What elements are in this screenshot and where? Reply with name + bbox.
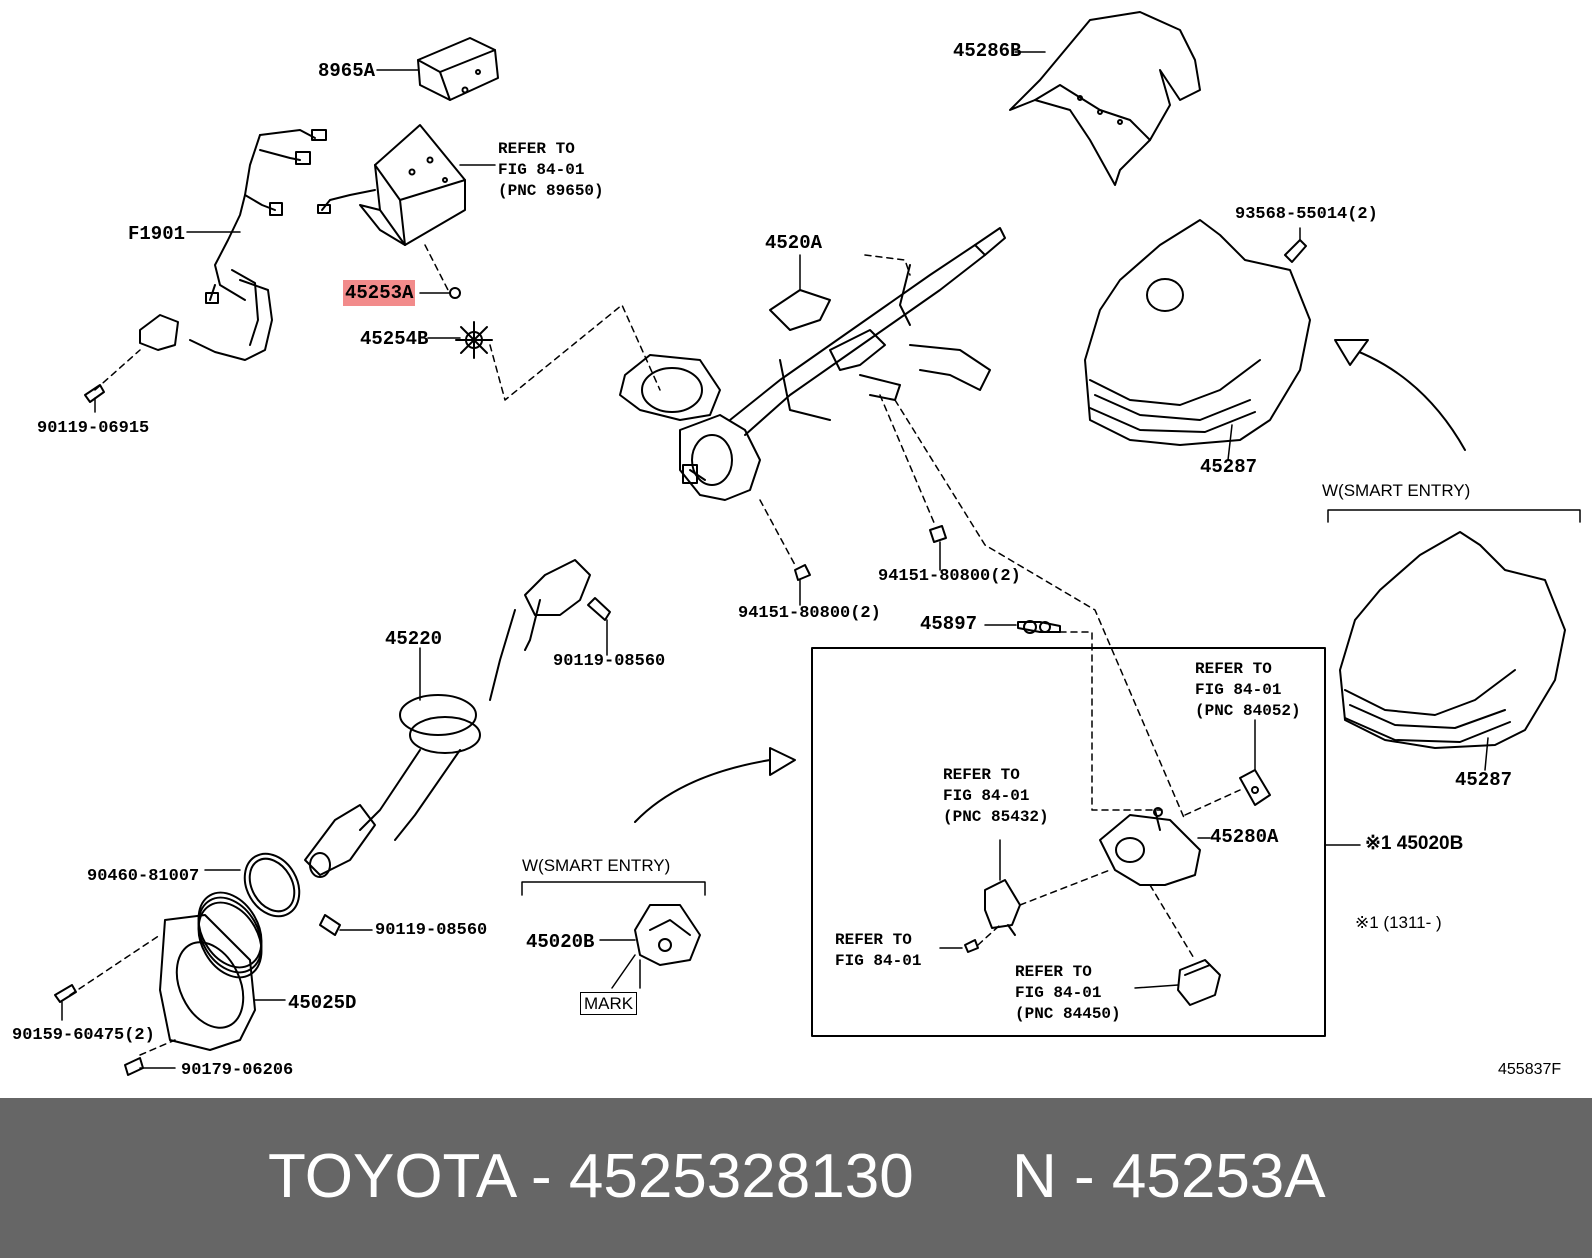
label-90119-08560-top: 90119-08560 [553, 652, 666, 671]
parts-diagram [54, 11, 1581, 1076]
label-45253a-highlighted: 45253A [343, 280, 416, 306]
label-45254b: 45254B [360, 328, 429, 350]
label-figure-code: 455837F [1498, 1061, 1562, 1078]
label-refer-85432: REFER TO FIG 84-01 (PNC 85432) [943, 766, 1049, 826]
label-45287-top: 45287 [1200, 456, 1258, 478]
part-45280a-shape [1099, 807, 1201, 886]
label-45025d: 45025D [288, 992, 357, 1014]
label-4520a: 4520A [765, 232, 823, 254]
footer-banner: TOYOTA - 4525328130 N - 45253A [0, 1098, 1592, 1258]
part-45025d-shape [159, 852, 301, 1051]
part-f1901-shape [139, 129, 327, 361]
label-90460-81007: 90460-81007 [87, 867, 200, 886]
label-94151-80800-right: 94151-80800(2) [878, 567, 1021, 586]
part-4520a-shape [619, 227, 1006, 501]
part-45287-bottom-shape [1339, 531, 1566, 749]
label-90119-08560-bottom: 90119-08560 [375, 921, 488, 940]
label-refer-89650: REFER TO FIG 84-01 (PNC 89650) [498, 140, 604, 200]
label-refer-84052: REFER TO FIG 84-01 (PNC 84052) [1195, 660, 1301, 720]
label-45287-bottom: 45287 [1455, 769, 1513, 791]
label-45220: 45220 [385, 628, 443, 650]
label-8965a: 8965A [318, 60, 376, 82]
label-90119-06915: 90119-06915 [37, 419, 150, 438]
footer-brand-part-number: TOYOTA - 4525328130 [268, 1142, 914, 1211]
label-refer-fig-84-01: REFER TO FIG 84-01 [835, 931, 922, 970]
label-45280a: 45280A [1210, 826, 1279, 848]
label-90179-06206: 90179-06206 [181, 1061, 294, 1080]
label-mark: MARK [580, 992, 638, 1015]
part-85432-shape [984, 879, 1021, 936]
part-89650-shape [317, 124, 466, 246]
label-45897: 45897 [920, 613, 978, 635]
label-note-1311: ※1 (1311- ) [1355, 913, 1442, 932]
part-45020b-small-shape [634, 904, 701, 966]
label-94151-80800-left: 94151-80800(2) [738, 604, 881, 623]
part-45254b-shape [455, 321, 493, 359]
label-90159-60475: 90159-60475(2) [12, 1026, 155, 1045]
part-45220-shape [304, 559, 591, 878]
label-f1901: F1901 [128, 223, 186, 245]
label-93568-55014: 93568-55014(2) [1235, 205, 1378, 224]
label-45020b-right: ※1 45020B [1365, 833, 1464, 854]
part-84450-shape [1177, 959, 1221, 1006]
part-8965a-shape [417, 37, 499, 101]
label-45020b-left: 45020B [526, 931, 595, 953]
part-84052-shape [1239, 769, 1271, 806]
label-45286b: 45286B [953, 40, 1022, 62]
part-45286b-shape [1009, 11, 1201, 186]
footer-reference-number: N - 45253A [1012, 1142, 1326, 1211]
label-w-smart-entry-bottom: W(SMART ENTRY) [522, 856, 671, 875]
label-refer-84450: REFER TO FIG 84-01 (PNC 84450) [1015, 963, 1121, 1023]
label-w-smart-entry-top: W(SMART ENTRY) [1322, 481, 1471, 500]
part-45287-top-shape [1084, 219, 1311, 446]
